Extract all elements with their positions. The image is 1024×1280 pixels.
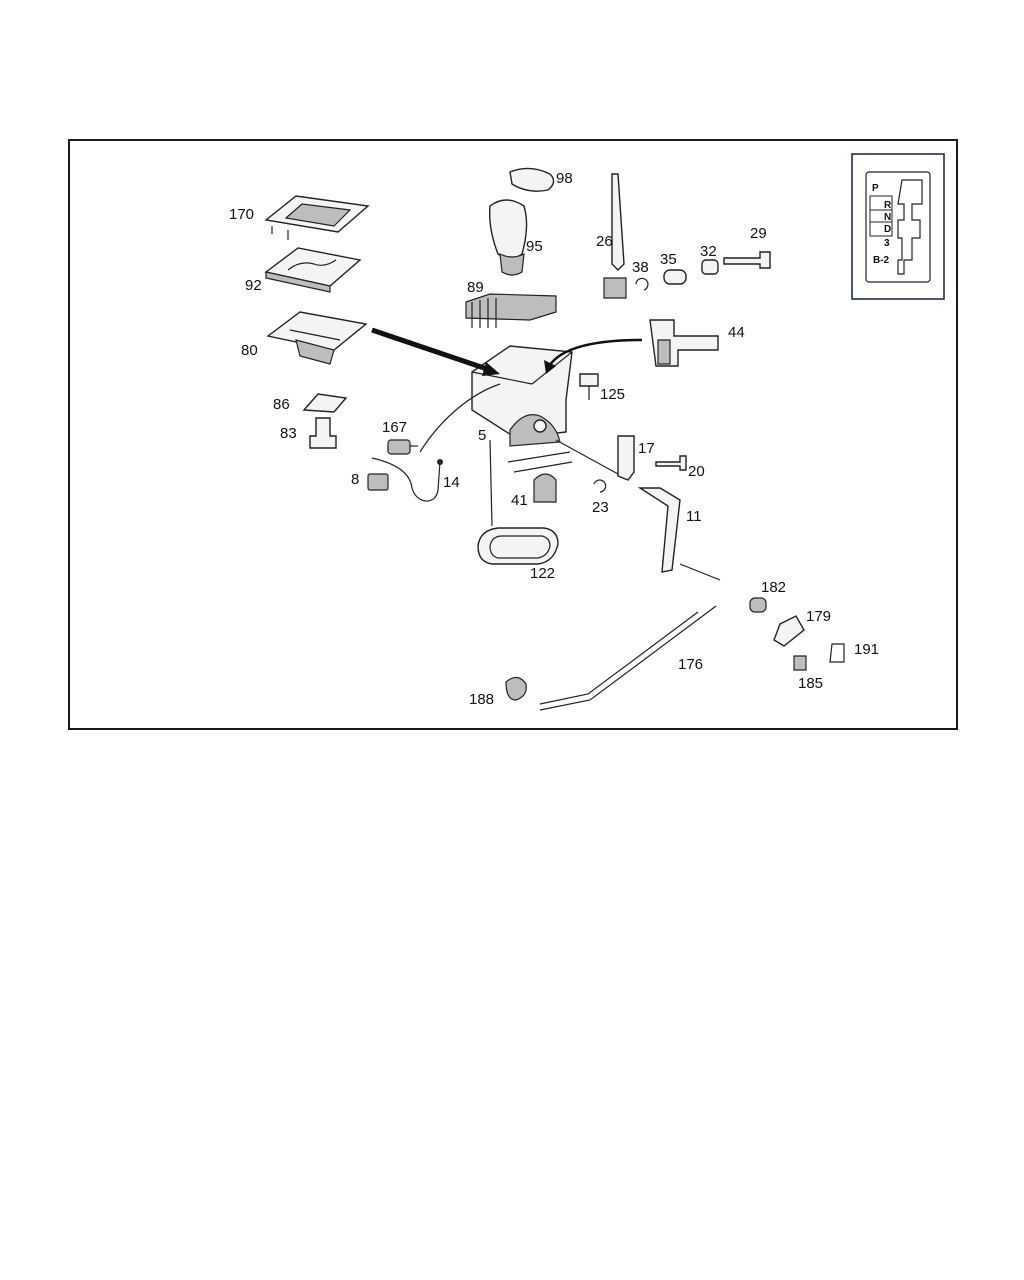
shift-gate-icon <box>897 179 923 275</box>
gate-inset: P R N D 3 B-2 <box>851 153 945 300</box>
gate-label-p: P <box>872 183 879 194</box>
gate-label-3: 3 <box>884 238 890 249</box>
gate-label-d: D <box>884 224 891 235</box>
part-86-slider <box>302 393 348 413</box>
part-80-indicator-plate <box>266 311 368 365</box>
part-5-selector-housing <box>471 345 573 447</box>
label-122: 122 <box>530 565 555 582</box>
label-32: 32 <box>700 243 717 260</box>
part-labels: 170 92 80 86 83 167 8 14 98 95 89 26 38 … <box>229 170 879 708</box>
label-98: 98 <box>556 170 573 187</box>
label-176: 176 <box>678 656 703 673</box>
part-32-bushing <box>701 259 719 275</box>
gate-label-r: R <box>884 200 892 211</box>
label-5: 5 <box>478 427 486 444</box>
part-179-lever <box>773 615 805 647</box>
part-26-shift-lever <box>603 173 627 299</box>
label-179: 179 <box>806 608 831 625</box>
part-95-shift-knob <box>488 199 528 276</box>
label-191: 191 <box>854 641 879 658</box>
part-191-clip <box>829 643 845 663</box>
part-23-clip <box>593 479 607 493</box>
part-35-spring <box>663 269 687 285</box>
part-92-cover-plate <box>264 247 362 293</box>
label-95: 95 <box>526 238 543 255</box>
label-83: 83 <box>280 425 297 442</box>
part-176-rod <box>539 605 717 711</box>
part-98-knob-cap <box>509 167 555 192</box>
label-185: 185 <box>798 675 823 692</box>
label-80: 80 <box>241 342 258 359</box>
label-44: 44 <box>728 324 745 341</box>
part-17-lever <box>617 435 635 481</box>
part-182-bushing <box>749 597 767 613</box>
label-41: 41 <box>511 492 528 509</box>
label-26: 26 <box>596 233 613 250</box>
label-182: 182 <box>761 579 786 596</box>
part-20-bolt <box>655 455 687 471</box>
label-17: 17 <box>638 440 655 457</box>
part-185-spring <box>793 655 807 671</box>
label-20: 20 <box>688 463 705 480</box>
label-38: 38 <box>632 259 649 276</box>
part-125-screw <box>579 373 599 400</box>
assembly-lines <box>371 327 721 581</box>
label-188: 188 <box>469 691 494 708</box>
part-41-stop <box>533 473 557 503</box>
part-188-bushing <box>505 676 527 701</box>
part-167-switch <box>387 439 418 455</box>
part-44-lock-unit <box>649 319 719 367</box>
part-11-lever <box>637 487 681 573</box>
gate-label-b2: B-2 <box>873 255 890 266</box>
part-83-clip <box>309 417 337 449</box>
label-86: 86 <box>273 396 290 413</box>
label-89: 89 <box>467 279 484 296</box>
part-38-circlip <box>635 277 649 291</box>
part-122-gasket <box>477 527 559 565</box>
gate-label-n: N <box>884 212 891 223</box>
label-35: 35 <box>660 251 677 268</box>
label-8: 8 <box>351 471 359 488</box>
part-89-boot <box>465 293 557 328</box>
label-14: 14 <box>443 474 460 491</box>
part-29-bolt <box>723 251 771 269</box>
label-23: 23 <box>592 499 609 516</box>
label-170: 170 <box>229 206 254 223</box>
label-167: 167 <box>382 419 407 436</box>
part-14-cable <box>367 457 443 502</box>
label-92: 92 <box>245 277 262 294</box>
label-125: 125 <box>600 386 625 403</box>
label-11: 11 <box>686 508 702 525</box>
part-170-trim-frame <box>264 195 370 240</box>
label-29: 29 <box>750 225 767 242</box>
